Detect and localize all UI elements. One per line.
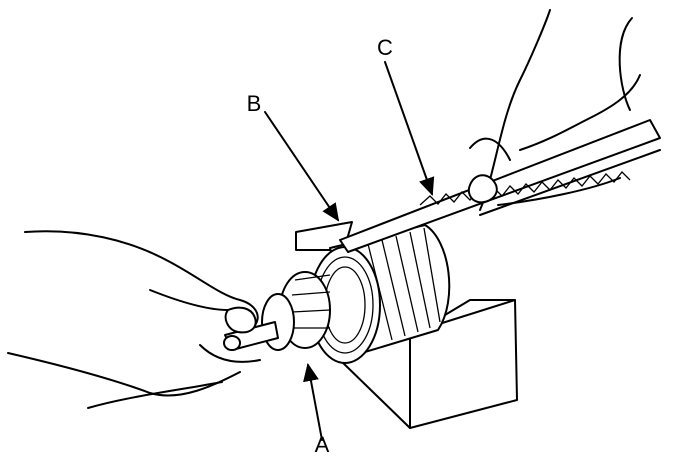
left-hand [7,230,261,409]
leader-line-c [384,61,435,196]
leader-line-b [264,111,340,222]
leader-lines [264,61,435,441]
armature [223,224,451,364]
callout-a: A [315,432,330,457]
callout-b: B [247,91,262,116]
callout-c: C [377,35,393,60]
leader-line-a [303,363,323,441]
right-hand [467,9,641,211]
